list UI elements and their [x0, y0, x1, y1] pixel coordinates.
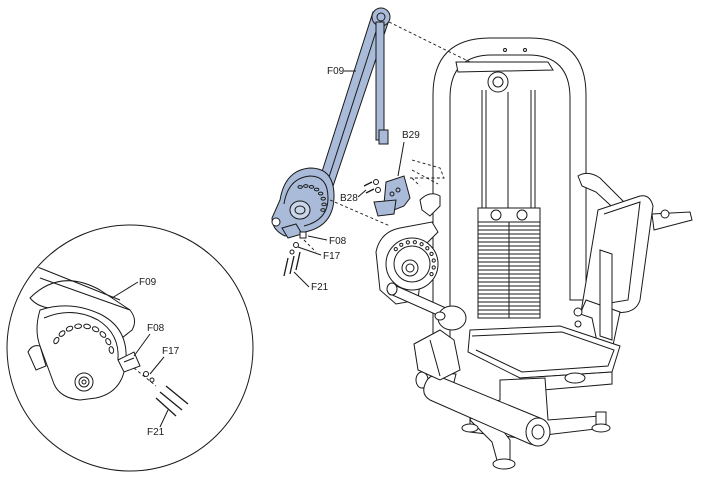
inset-label-f21: F21 — [147, 427, 165, 438]
label-f17: F17 — [323, 251, 341, 262]
cam-hole — [429, 251, 434, 256]
cam-slot-holes — [297, 184, 327, 212]
inset-label-f09: F09 — [139, 277, 157, 288]
b28-bolts — [363, 179, 381, 194]
detail-inset — [6, 224, 254, 472]
label-f08: F08 — [329, 236, 347, 247]
inset-cam-slot — [74, 323, 83, 329]
cam-slot — [297, 185, 303, 189]
label-b28: B28 — [340, 193, 358, 204]
cam-slot — [320, 196, 326, 201]
inset-label-f08: F08 — [147, 323, 165, 334]
cam-assembly-installed — [375, 193, 467, 331]
cam-slot — [308, 184, 315, 189]
inset-cam-slot — [99, 331, 107, 338]
cam-slot — [320, 208, 326, 212]
inset-cam-slots — [53, 323, 115, 354]
weight-plates — [478, 222, 540, 318]
cam-hole — [419, 242, 424, 247]
cam-slot — [321, 202, 327, 207]
cam-hole — [429, 272, 434, 277]
inset-cam-slot — [58, 330, 66, 337]
inset-cam-slot — [108, 346, 115, 354]
roller-pads — [413, 329, 551, 447]
cam-hole — [399, 242, 404, 247]
inset-cam-slot — [105, 337, 112, 346]
cam-adjust-holes — [393, 240, 436, 277]
inset-cam-slot — [53, 336, 60, 345]
cam-slot — [303, 184, 309, 188]
inset-cam-slot — [83, 323, 91, 330]
cam-hole — [425, 246, 430, 251]
assembly-guide-lines — [303, 21, 471, 253]
label-b29: B29 — [402, 130, 420, 141]
b29-bracket — [373, 175, 411, 217]
cam-slot — [317, 191, 324, 196]
label-f21: F21 — [311, 282, 329, 293]
part-labels: F09 B29 B28 F08 F17 F21 F09 F08 F17 F21 — [111, 66, 420, 438]
label-f09: F09 — [327, 66, 345, 77]
shin-pad-assembly — [573, 172, 693, 357]
f09-lever-belt — [311, 7, 391, 208]
cam-hole — [393, 247, 398, 252]
cam-hole — [405, 240, 410, 245]
cam-hole — [431, 265, 436, 270]
inset-cam-slot — [91, 326, 100, 333]
cam-plate-exploded — [271, 167, 335, 239]
fasteners-main — [283, 231, 307, 277]
cam-hole — [412, 240, 417, 245]
inset-label-f17: F17 — [162, 346, 180, 357]
cam-hole — [431, 258, 436, 263]
cam-slot — [313, 187, 320, 192]
inset-cam-slot — [65, 325, 74, 332]
